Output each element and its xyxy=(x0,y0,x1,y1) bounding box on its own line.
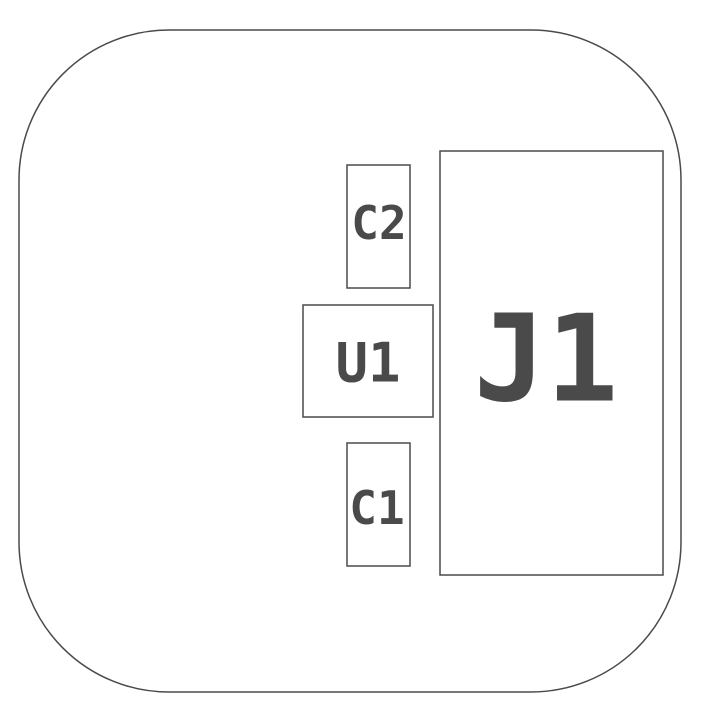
j1-footprint xyxy=(439,150,664,576)
board-outline xyxy=(18,29,682,693)
c2-label: C2 xyxy=(351,196,406,250)
component-c1: C1 xyxy=(346,442,411,567)
component-u1: U1 xyxy=(302,304,434,418)
u1-footprint xyxy=(302,304,434,418)
c1-label: C1 xyxy=(349,481,404,535)
c2-footprint xyxy=(346,164,411,289)
component-c2: C2 xyxy=(346,164,411,289)
u1-label: U1 xyxy=(335,332,400,395)
component-j1: J1 xyxy=(439,150,664,576)
j1-label: J1 xyxy=(474,291,619,430)
c1-footprint xyxy=(346,442,411,567)
